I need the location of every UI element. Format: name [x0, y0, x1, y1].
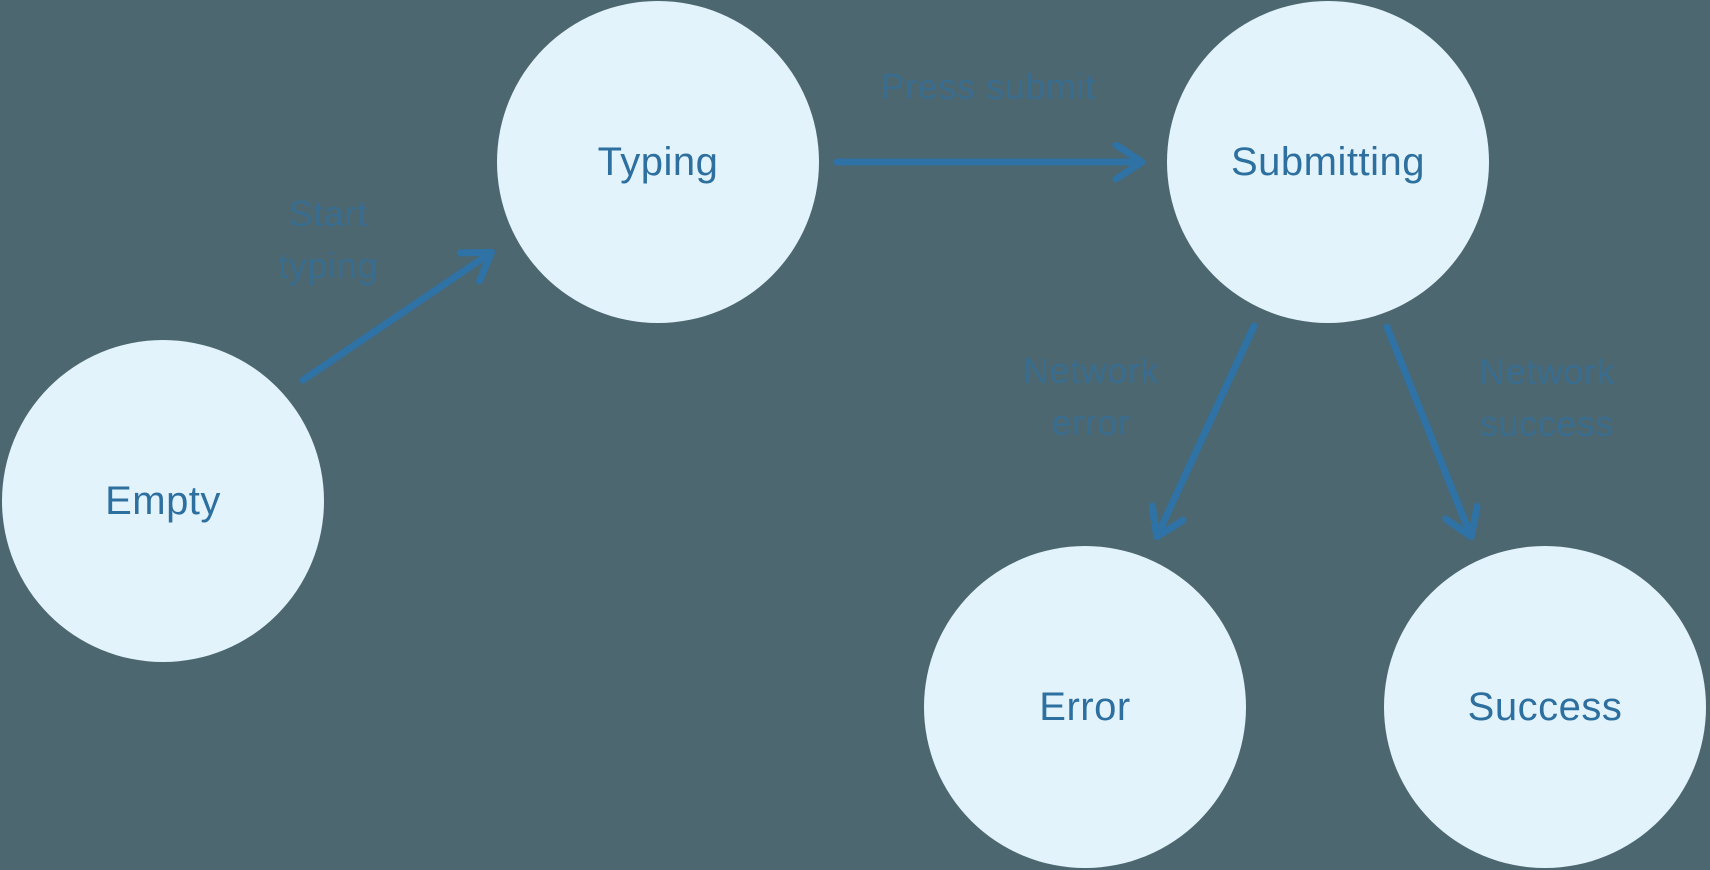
state-label-empty: Empty	[105, 478, 221, 523]
state-label-submitting: Submitting	[1231, 139, 1425, 184]
state-node-submitting: Submitting	[1167, 1, 1489, 323]
state-node-typing: Typing	[497, 1, 819, 323]
state-node-empty: Empty	[2, 340, 324, 662]
state-label-typing: Typing	[597, 139, 719, 184]
edge-label-press-submit: Press submit	[880, 65, 1096, 107]
edge-label-network-error: Network error	[1022, 349, 1160, 443]
edge-label-start-typing: Start typing	[278, 192, 378, 286]
edge-label-network-success: Network success	[1478, 350, 1616, 444]
state-label-error: Error	[1039, 684, 1131, 729]
state-node-success: Success	[1384, 546, 1706, 868]
state-label-success: Success	[1467, 684, 1623, 729]
state-node-error: Error	[924, 546, 1246, 868]
